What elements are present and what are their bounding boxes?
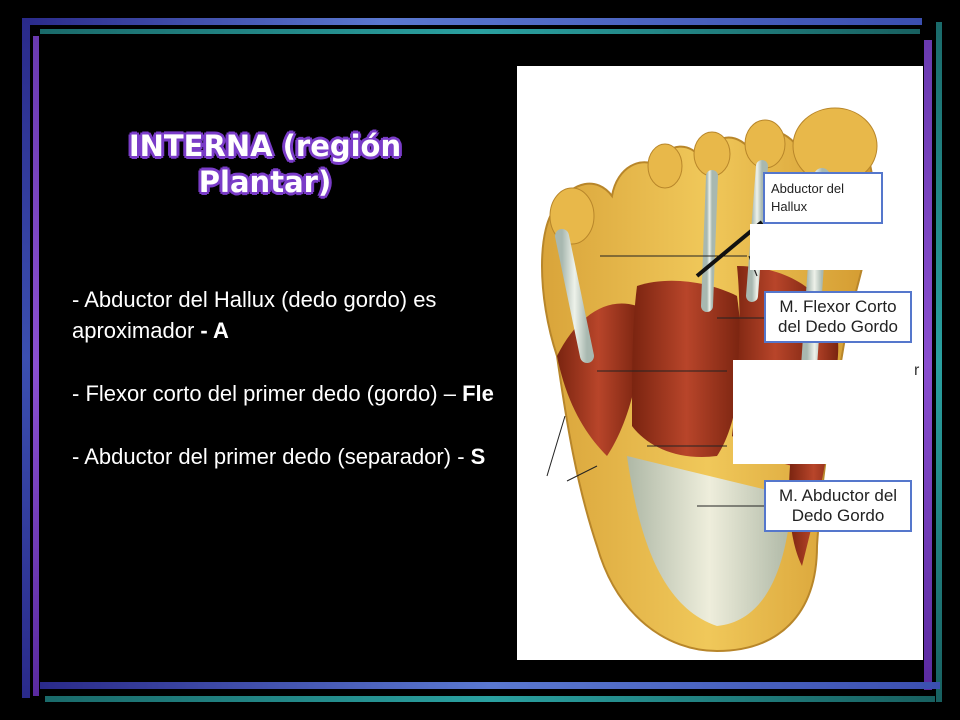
label-mask [517,66,632,122]
frame-bottom-bar-2 [45,696,935,702]
frame-bottom-bar [40,682,940,689]
foot-anatomy-figure: Abductor del Hallux M. Flexor Corto del … [517,66,923,660]
frame-top-bar-2 [40,29,920,34]
slide-title: INTERNA (región Plantar) [128,129,402,199]
frame-top-bar [22,18,922,25]
frame-right-bar-2 [936,22,942,702]
frame-left-bar [22,18,30,698]
frame-right-bar [924,40,932,690]
label-mask [517,480,563,640]
frame-left-bar-2 [33,36,39,696]
bullet-list: - Abductor del Hallux (dedo gordo) es ap… [72,284,502,504]
bullet-item: - Abductor del Hallux (dedo gordo) es ap… [72,287,437,343]
bullet-item: - Abductor del primer dedo (separador) -… [72,444,486,469]
callout-abductor-dedo-gordo: M. Abductor del Dedo Gordo [764,480,912,532]
callout-flexor-corto: M. Flexor Corto del Dedo Gordo [764,291,912,343]
callout-abductor-hallux: Abductor del Hallux [763,172,883,224]
label-mask [750,224,918,270]
label-mask [733,360,916,464]
stray-label-letter: r [914,362,920,379]
bullet-item: - Flexor corto del primer dedo (gordo) –… [72,381,494,406]
